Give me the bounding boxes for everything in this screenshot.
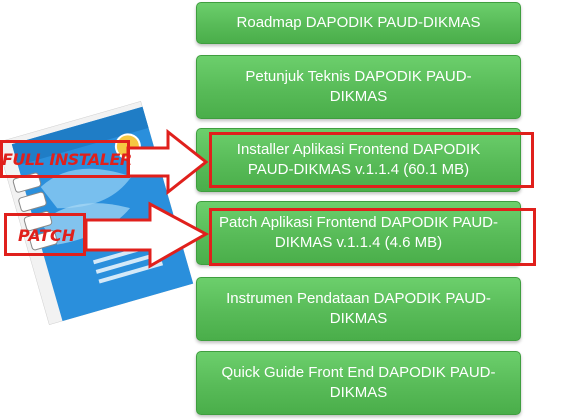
quick-guide-button-label: Quick Guide Front End DAPODIK PAUD-DIKMA…	[221, 364, 496, 401]
patch-download-button-label: Patch Aplikasi Frontend DAPODIK PAUD-DIK…	[219, 214, 498, 251]
quick-guide-button[interactable]: Quick Guide Front End DAPODIK PAUD-DIKMA…	[196, 351, 521, 415]
technical-guide-button[interactable]: Petunjuk Teknis DAPODIK PAUD-DIKMAS	[196, 55, 521, 119]
roadmap-button-label: Roadmap DAPODIK PAUD-DIKMAS	[236, 14, 481, 31]
technical-guide-button-label: Petunjuk Teknis DAPODIK PAUD-DIKMAS	[245, 68, 472, 105]
patch-arrow-icon	[84, 201, 210, 269]
data-instrument-button[interactable]: Instrumen Pendataan DAPODIK PAUD-DIKMAS	[196, 277, 521, 341]
full-installer-tag: FULL INSTALER	[2, 150, 132, 169]
patch-download-button[interactable]: Patch Aplikasi Frontend DAPODIK PAUD-DIK…	[196, 201, 521, 265]
installer-download-button[interactable]: Installer Aplikasi Frontend DAPODIK PAUD…	[196, 128, 521, 192]
patch-tag-box	[4, 213, 86, 256]
roadmap-button[interactable]: Roadmap DAPODIK PAUD-DIKMAS	[196, 2, 521, 44]
installer-download-button-label: Installer Aplikasi Frontend DAPODIK PAUD…	[236, 141, 481, 178]
full-installer-tag-box	[0, 140, 130, 178]
installer-arrow-icon	[126, 128, 209, 196]
patch-tag: PATCH	[18, 226, 76, 245]
data-instrument-button-label: Instrumen Pendataan DAPODIK PAUD-DIKMAS	[226, 290, 491, 327]
